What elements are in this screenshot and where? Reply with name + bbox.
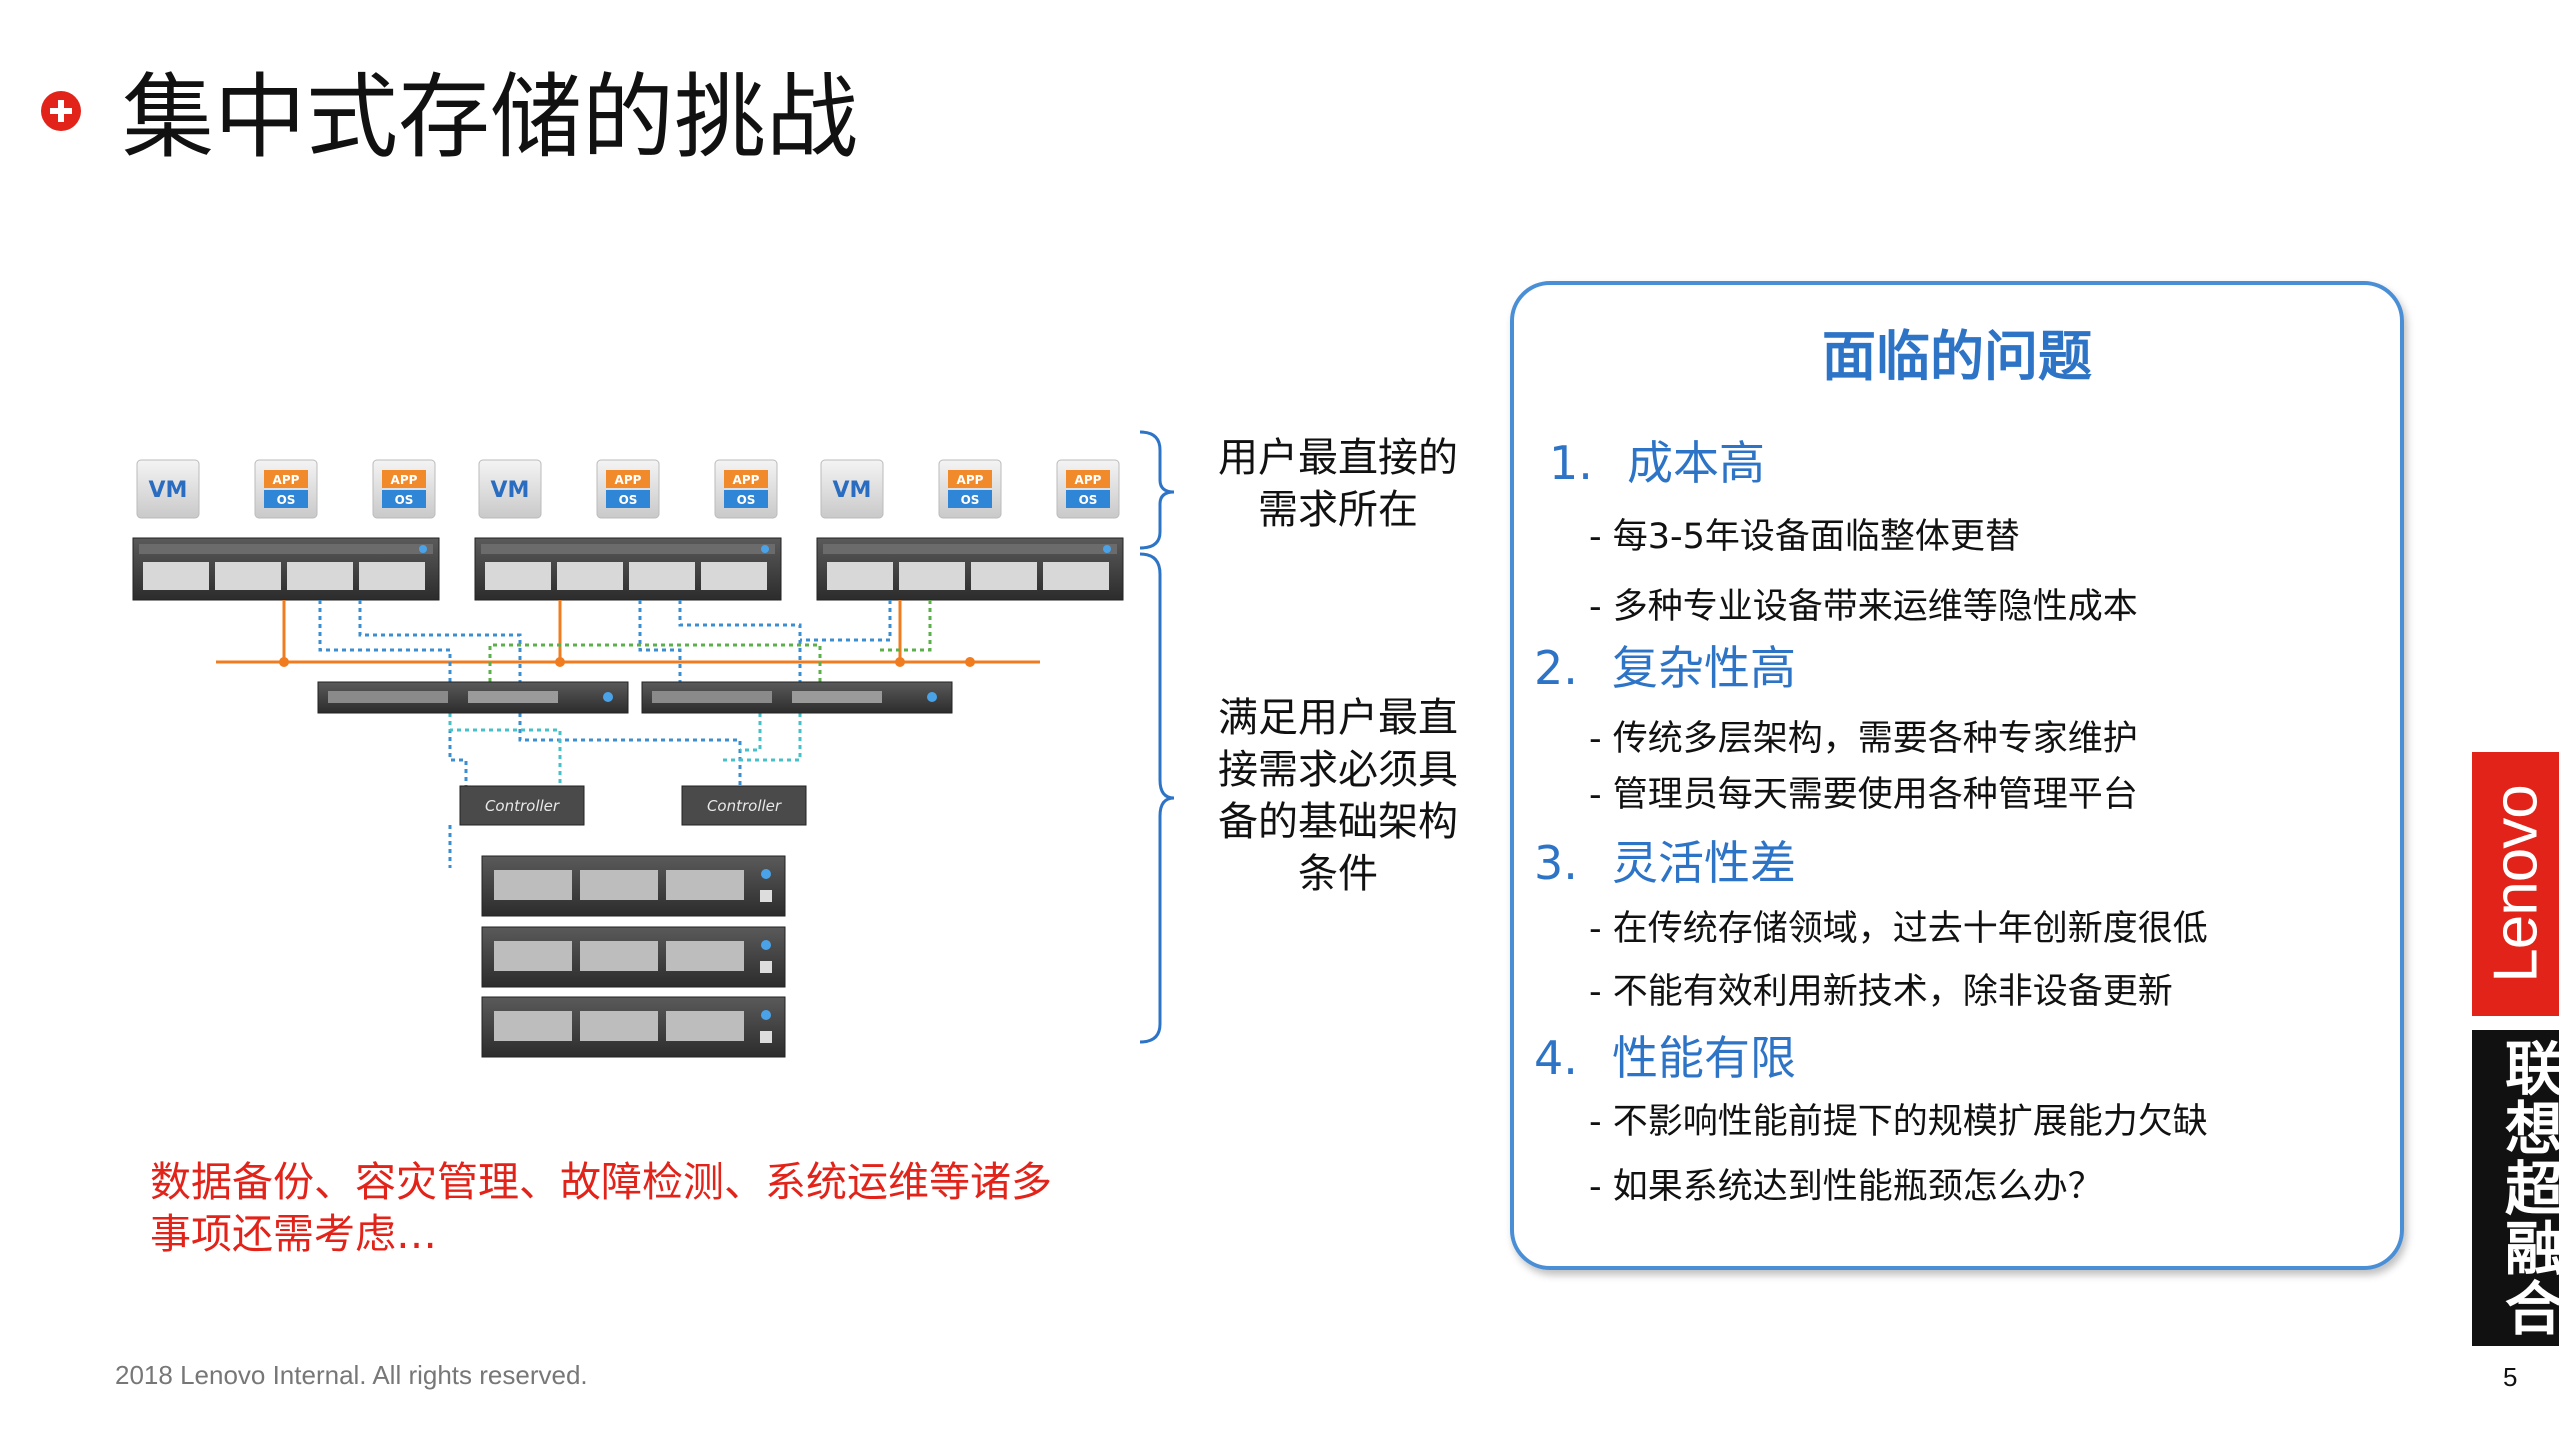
svg-text:VM: VM: [149, 478, 188, 503]
host-server: [474, 537, 782, 601]
app-os-tile: APP OS: [372, 459, 436, 519]
brace-top: [1139, 430, 1175, 550]
plus-icon: [41, 91, 81, 131]
issue-number: 3.: [1534, 836, 1578, 890]
note-line: 数据备份、容灾管理、故障检测、系统运维等诸多: [150, 1158, 1052, 1206]
svg-text:OS: OS: [619, 493, 638, 507]
issue-number: 2.: [1534, 641, 1578, 695]
product-brand-text: 联想超融合: [2495, 1038, 2559, 1338]
svg-text:OS: OS: [277, 493, 296, 507]
app-os-tile: APP OS: [596, 459, 660, 519]
page-title: 集中式存储的挑战: [122, 64, 859, 171]
page-number: 5: [2503, 1362, 2518, 1392]
vm-tile: VM: [820, 459, 884, 519]
app-os-tile: APP OS: [714, 459, 778, 519]
vm-tile: VM: [478, 459, 542, 519]
cabling: [216, 600, 1040, 868]
label-line: 备的基础架构: [1218, 799, 1458, 845]
issue-title: 性能有限: [1612, 1031, 1796, 1085]
host-server: [816, 537, 1124, 601]
host-server: [132, 537, 440, 601]
svg-text:Controller: Controller: [707, 797, 782, 815]
disk-array: [481, 996, 786, 1058]
issues-title: 面临的问题: [1822, 325, 2092, 388]
issue-detail: - 管理员每天需要使用各种管理平台: [1589, 775, 2138, 815]
issue-title: 灵活性差: [1612, 836, 1796, 890]
issue-detail: - 如果系统达到性能瓶颈怎么办？: [1589, 1167, 2103, 1207]
svg-text:VM: VM: [491, 478, 530, 503]
storage-controller: Controller: [681, 785, 807, 826]
svg-text:APP: APP: [615, 473, 642, 487]
issue-title: 成本高: [1627, 436, 1765, 490]
product-brand: 联想超融合: [2472, 1030, 2559, 1346]
app-os-tile: APP OS: [938, 459, 1002, 519]
vm-tile: VM: [136, 459, 200, 519]
lenovo-logo: Lenovo: [2472, 752, 2559, 1016]
network-switch: [641, 681, 953, 714]
app-os-tile: APP OS: [254, 459, 318, 519]
disk-array: [481, 855, 786, 917]
svg-text:APP: APP: [273, 473, 300, 487]
issue-detail: - 传统多层架构，需要各种专家维护: [1589, 719, 2138, 759]
svg-text:APP: APP: [733, 473, 760, 487]
brace-top-label: 用户最直接的 需求所在: [1198, 432, 1478, 536]
brace-mid: [1139, 552, 1175, 1044]
brace-mid-label: 满足用户最直 接需求必须具 备的基础架构 条件: [1198, 692, 1478, 900]
svg-text:OS: OS: [395, 493, 414, 507]
svg-text:Controller: Controller: [485, 797, 560, 815]
issue-heading: 3. 灵活性差: [1534, 835, 1796, 891]
note-line: 事项还需考虑…: [150, 1210, 437, 1258]
issues-box: 面临的问题 1. 成本高 - 每3-5年设备面临整体更替 - 多种专业设备带来运维…: [1510, 281, 2404, 1270]
issue-heading: 1. 成本高: [1549, 435, 1765, 491]
label-line: 用户最直接的: [1218, 435, 1458, 481]
label-line: 接需求必须具: [1218, 747, 1458, 793]
issue-number: 4.: [1534, 1031, 1578, 1085]
logo-text: Lenovo: [2481, 785, 2550, 983]
issue-detail: - 每3-5年设备面临整体更替: [1589, 517, 2020, 557]
label-line: 需求所在: [1258, 487, 1418, 533]
svg-text:OS: OS: [961, 493, 980, 507]
issue-title: 复杂性高: [1612, 641, 1796, 695]
issue-detail: - 多种专业设备带来运维等隐性成本: [1589, 587, 2138, 627]
svg-text:OS: OS: [1079, 493, 1098, 507]
disk-array: [481, 926, 786, 988]
issue-heading: 4. 性能有限: [1534, 1030, 1796, 1086]
label-line: 条件: [1298, 851, 1378, 897]
red-note: 数据备份、容灾管理、故障检测、系统运维等诸多 事项还需考虑…: [150, 1156, 1110, 1260]
network-switch: [317, 681, 629, 714]
storage-architecture-diagram: VM APP OS APP OS VM APP OS: [132, 430, 1175, 1058]
issue-heading: 2. 复杂性高: [1534, 640, 1796, 696]
svg-text:APP: APP: [957, 473, 984, 487]
svg-text:APP: APP: [391, 473, 418, 487]
svg-text:APP: APP: [1075, 473, 1102, 487]
app-os-tile: APP OS: [1056, 459, 1120, 519]
storage-controller: Controller: [459, 785, 585, 826]
label-line: 满足用户最直: [1218, 695, 1458, 741]
issue-detail: - 不影响性能前提下的规模扩展能力欠缺: [1589, 1102, 2208, 1142]
issue-detail: - 不能有效利用新技术，除非设备更新: [1589, 972, 2173, 1012]
svg-text:VM: VM: [833, 478, 872, 503]
svg-text:OS: OS: [737, 493, 756, 507]
issue-detail: - 在传统存储领域，过去十年创新度很低: [1589, 909, 2208, 949]
issue-number: 1.: [1549, 436, 1593, 490]
footer-copyright: 2018 Lenovo Internal. All rights reserve…: [115, 1360, 588, 1390]
